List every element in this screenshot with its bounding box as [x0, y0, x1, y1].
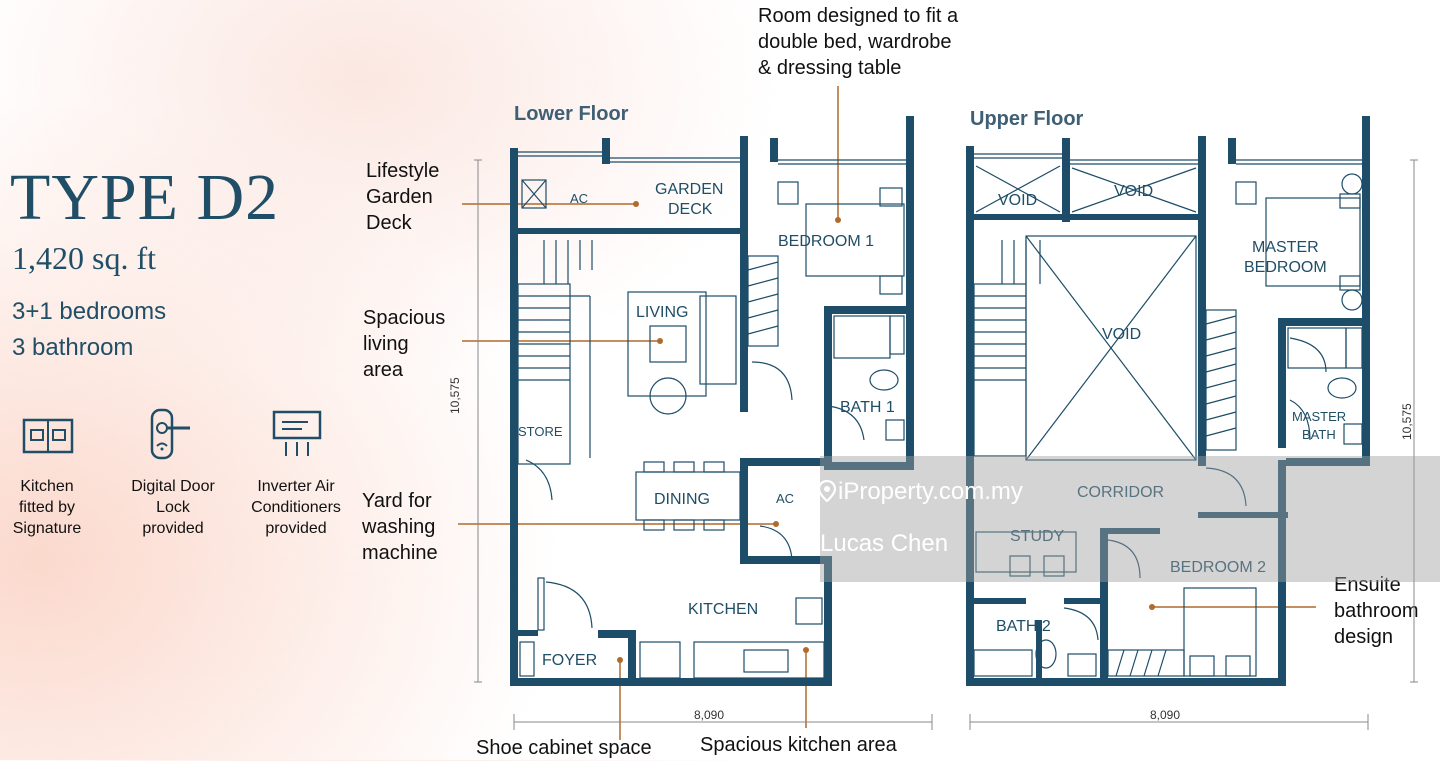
unit-area: 1,420 sq. ft: [12, 240, 156, 276]
watermark-site-text: iProperty.com.my: [838, 478, 1023, 505]
kitchen-cabinet-icon: [22, 418, 74, 461]
bath1-label: BATH 1: [840, 399, 895, 416]
foyer-label: FOYER: [542, 652, 597, 669]
bedroom1-label: BEDROOM 1: [778, 233, 874, 250]
master-bath-label-2: BATH: [1302, 427, 1336, 442]
bathroom-count: 3 bathroom: [12, 334, 134, 361]
bedroom-count: 3+1 bedrooms: [12, 298, 167, 325]
garden-deck-label-2: DECK: [668, 201, 713, 218]
void-left-label: VOID: [998, 192, 1037, 209]
callout-kitchen: Spacious kitchen area: [700, 734, 897, 756]
living-label: LIVING: [636, 304, 688, 321]
lower-width-dimension: 8,090: [694, 708, 725, 722]
yard-ac-label: AC: [776, 491, 794, 506]
master-bath-label-1: MASTER: [1292, 409, 1346, 424]
lower-floor-title: Lower Floor: [514, 103, 629, 125]
master-bedroom-label-2: BEDROOM: [1244, 259, 1327, 276]
kitchen-label: KITCHEN: [688, 601, 758, 618]
dining-label: DINING: [654, 491, 710, 508]
bedroom2-label: BEDROOM 2: [1170, 559, 1266, 576]
bath2-label: BATH 2: [996, 618, 1051, 635]
air-conditioner-icon: [272, 410, 324, 465]
void-mid-label: VOID: [1114, 183, 1153, 200]
garden-deck-label-1: GARDEN: [655, 181, 723, 198]
unit-type-title: TYPE D2: [10, 161, 280, 234]
corridor-label: CORRIDOR: [1077, 484, 1164, 501]
watermark-name: Lucas Chen: [820, 530, 949, 557]
location-pin-icon: [817, 479, 837, 509]
callout-shoe-cabinet: Shoe cabinet space: [476, 737, 652, 759]
void-big-label: VOID: [1102, 326, 1141, 343]
upper-height-dimension: 10,575: [1400, 403, 1414, 440]
lower-ac-label: AC: [570, 191, 588, 206]
store-label: STORE: [518, 424, 563, 439]
upper-width-dimension: 8,090: [1150, 708, 1181, 722]
upper-floor-title: Upper Floor: [970, 108, 1084, 130]
watermark-band: [820, 456, 1440, 582]
watermark-site: iProperty.com.my: [817, 478, 1023, 509]
lower-height-dimension: 10,575: [448, 377, 462, 414]
master-bedroom-label-1: MASTER: [1252, 239, 1319, 256]
study-label: STUDY: [1010, 528, 1065, 545]
digital-door-lock-icon: [150, 408, 198, 467]
